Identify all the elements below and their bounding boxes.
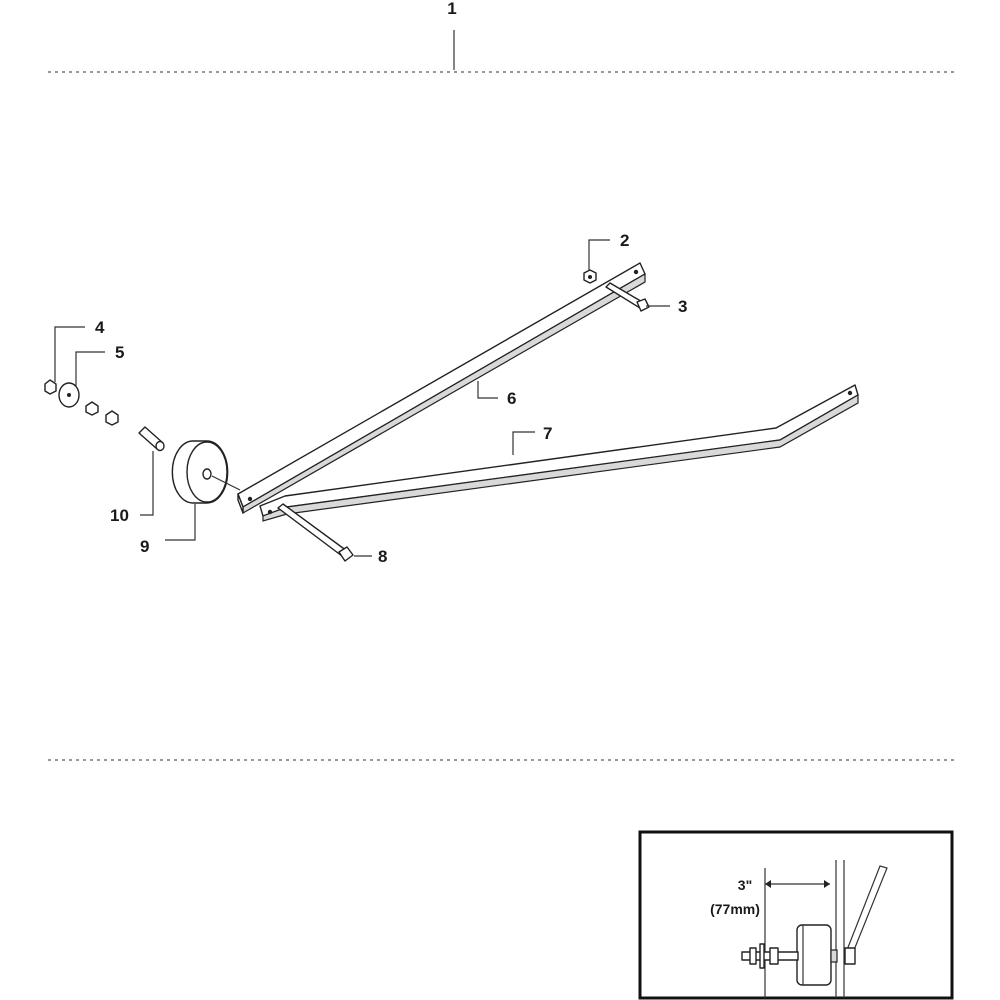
leader-5 [75, 351, 105, 386]
assembly-callout[interactable]: 1 [447, 0, 457, 70]
callout-3[interactable]: 3 [678, 297, 687, 316]
leader-7 [512, 431, 535, 455]
long-bolt-icon[interactable] [277, 503, 354, 562]
callout-2[interactable]: 2 [620, 231, 629, 250]
dimension-imperial-label: 3" [738, 877, 752, 893]
assembly-callout-label: 1 [447, 0, 456, 18]
straight-bar-icon[interactable] [237, 262, 646, 515]
dimension-metric-label: (77mm) [710, 901, 760, 917]
nut-icon[interactable] [44, 379, 119, 426]
callout-7[interactable]: 7 [543, 424, 552, 443]
leader-6 [477, 381, 498, 399]
callout-8[interactable]: 8 [378, 547, 387, 566]
callout-6[interactable]: 6 [507, 389, 516, 408]
washer-icon[interactable] [58, 382, 80, 408]
spacer-icon[interactable] [138, 426, 165, 452]
nut-icon[interactable] [583, 269, 597, 284]
leader-4 [54, 326, 85, 382]
leader-10 [140, 451, 154, 516]
callout-4[interactable]: 4 [95, 318, 105, 337]
leader-2 [588, 239, 610, 270]
wheel-icon [796, 924, 838, 986]
callout-5[interactable]: 5 [115, 343, 124, 362]
detail-inset: 3" (77mm) [638, 830, 954, 1000]
callout-10[interactable]: 10 [110, 506, 129, 525]
bent-bar-icon[interactable] [259, 384, 859, 522]
callout-9[interactable]: 9 [140, 537, 149, 556]
wheel-icon[interactable] [171, 440, 241, 504]
bolt-icon[interactable] [605, 282, 650, 312]
leader-9 [165, 504, 196, 541]
